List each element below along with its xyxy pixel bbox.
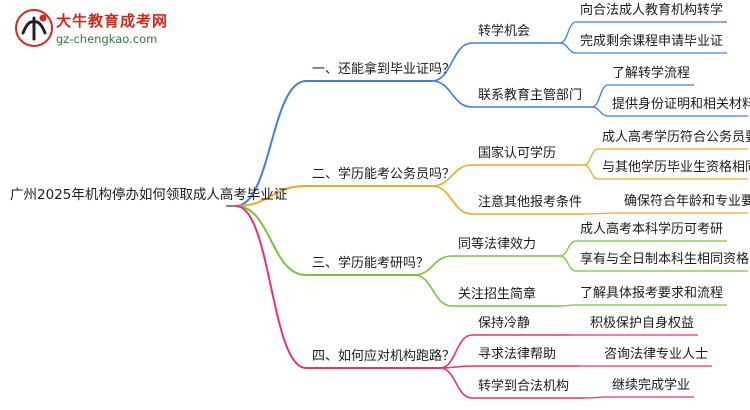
leaf-connector (583, 148, 599, 166)
child-node[interactable]: 保持冷静 (478, 316, 531, 331)
child-node[interactable]: 国家认可学历 (478, 146, 557, 161)
child-node[interactable]: 联系教育主管部门 (478, 88, 583, 103)
leaf-connector (559, 255, 577, 272)
leaf-node[interactable]: 积极保护自身权益 (590, 316, 695, 331)
child-connector (431, 80, 473, 108)
leaf-node[interactable]: 咨询法律专业人士 (604, 347, 709, 362)
leaf-connector (583, 164, 599, 180)
leaf-connector (559, 21, 577, 44)
branch-node[interactable]: 一、还能拿到毕业证吗？ (312, 62, 456, 77)
logo-mark-icon (15, 9, 53, 47)
child-node[interactable]: 关注招生简章 (458, 287, 537, 302)
leaf-node[interactable]: 成人高考学历符合公务员要求 (602, 130, 750, 145)
leaf-connector (591, 84, 609, 108)
child-node[interactable]: 同等法律效力 (458, 237, 537, 252)
leaf-node[interactable]: 与其他学历毕业生资格相同 (602, 160, 750, 175)
branch-node[interactable]: 三、学历能考研吗？ (312, 256, 430, 271)
child-connector (431, 164, 473, 187)
child-connector (431, 185, 473, 215)
logo-url: gz-chengkao.com (56, 32, 158, 46)
leaf-node[interactable]: 享有与全日制本科生相同资格 (580, 252, 750, 267)
child-connector (413, 274, 453, 307)
site-logo[interactable]: 大牛教育成考网 gz-chengkao.com (14, 6, 174, 52)
branch-connector (235, 185, 307, 207)
branch-connector (235, 205, 307, 369)
leaf-connector (583, 212, 621, 215)
branch-node[interactable]: 四、如何应对机构跑路？ (312, 349, 456, 364)
leaf-node[interactable]: 确保符合年龄和专业要求 (624, 194, 750, 209)
leaf-node[interactable]: 继续完成学业 (612, 378, 691, 393)
leaf-node[interactable]: 了解具体报考要求和流程 (580, 286, 724, 301)
root-node[interactable]: 广州2025年机构停办如何领取成人高考毕业证 (10, 187, 288, 203)
leaf-connector (559, 42, 577, 54)
branch-connector (235, 80, 307, 207)
branch-connector (235, 205, 307, 276)
branch-node[interactable]: 二、学历能考公务员吗？ (312, 167, 456, 182)
child-connector (413, 255, 453, 276)
child-node[interactable]: 注意其他报考条件 (478, 195, 583, 210)
child-node[interactable]: 寻求法律帮助 (478, 347, 557, 362)
child-node[interactable]: 转学到合法机构 (478, 379, 570, 394)
child-node[interactable]: 转学机会 (478, 24, 531, 39)
logo-title: 大牛教育成考网 (56, 12, 169, 30)
leaf-node[interactable]: 了解转学流程 (612, 66, 691, 81)
leaf-connector (559, 240, 577, 257)
leaf-connector (584, 396, 609, 399)
child-connector (439, 367, 473, 399)
child-connector (439, 334, 473, 369)
leaf-connector (559, 304, 577, 307)
leaf-node[interactable]: 完成剩余课程申请毕业证 (580, 34, 724, 49)
leaf-node[interactable]: 向合法成人教育机构转学 (580, 3, 724, 18)
leaf-node[interactable]: 成人高考本科学历可考研 (580, 222, 724, 237)
child-connector (431, 42, 473, 82)
leaf-connector (591, 106, 609, 117)
leaf-node[interactable]: 提供身份证明和相关材料 (612, 97, 750, 112)
